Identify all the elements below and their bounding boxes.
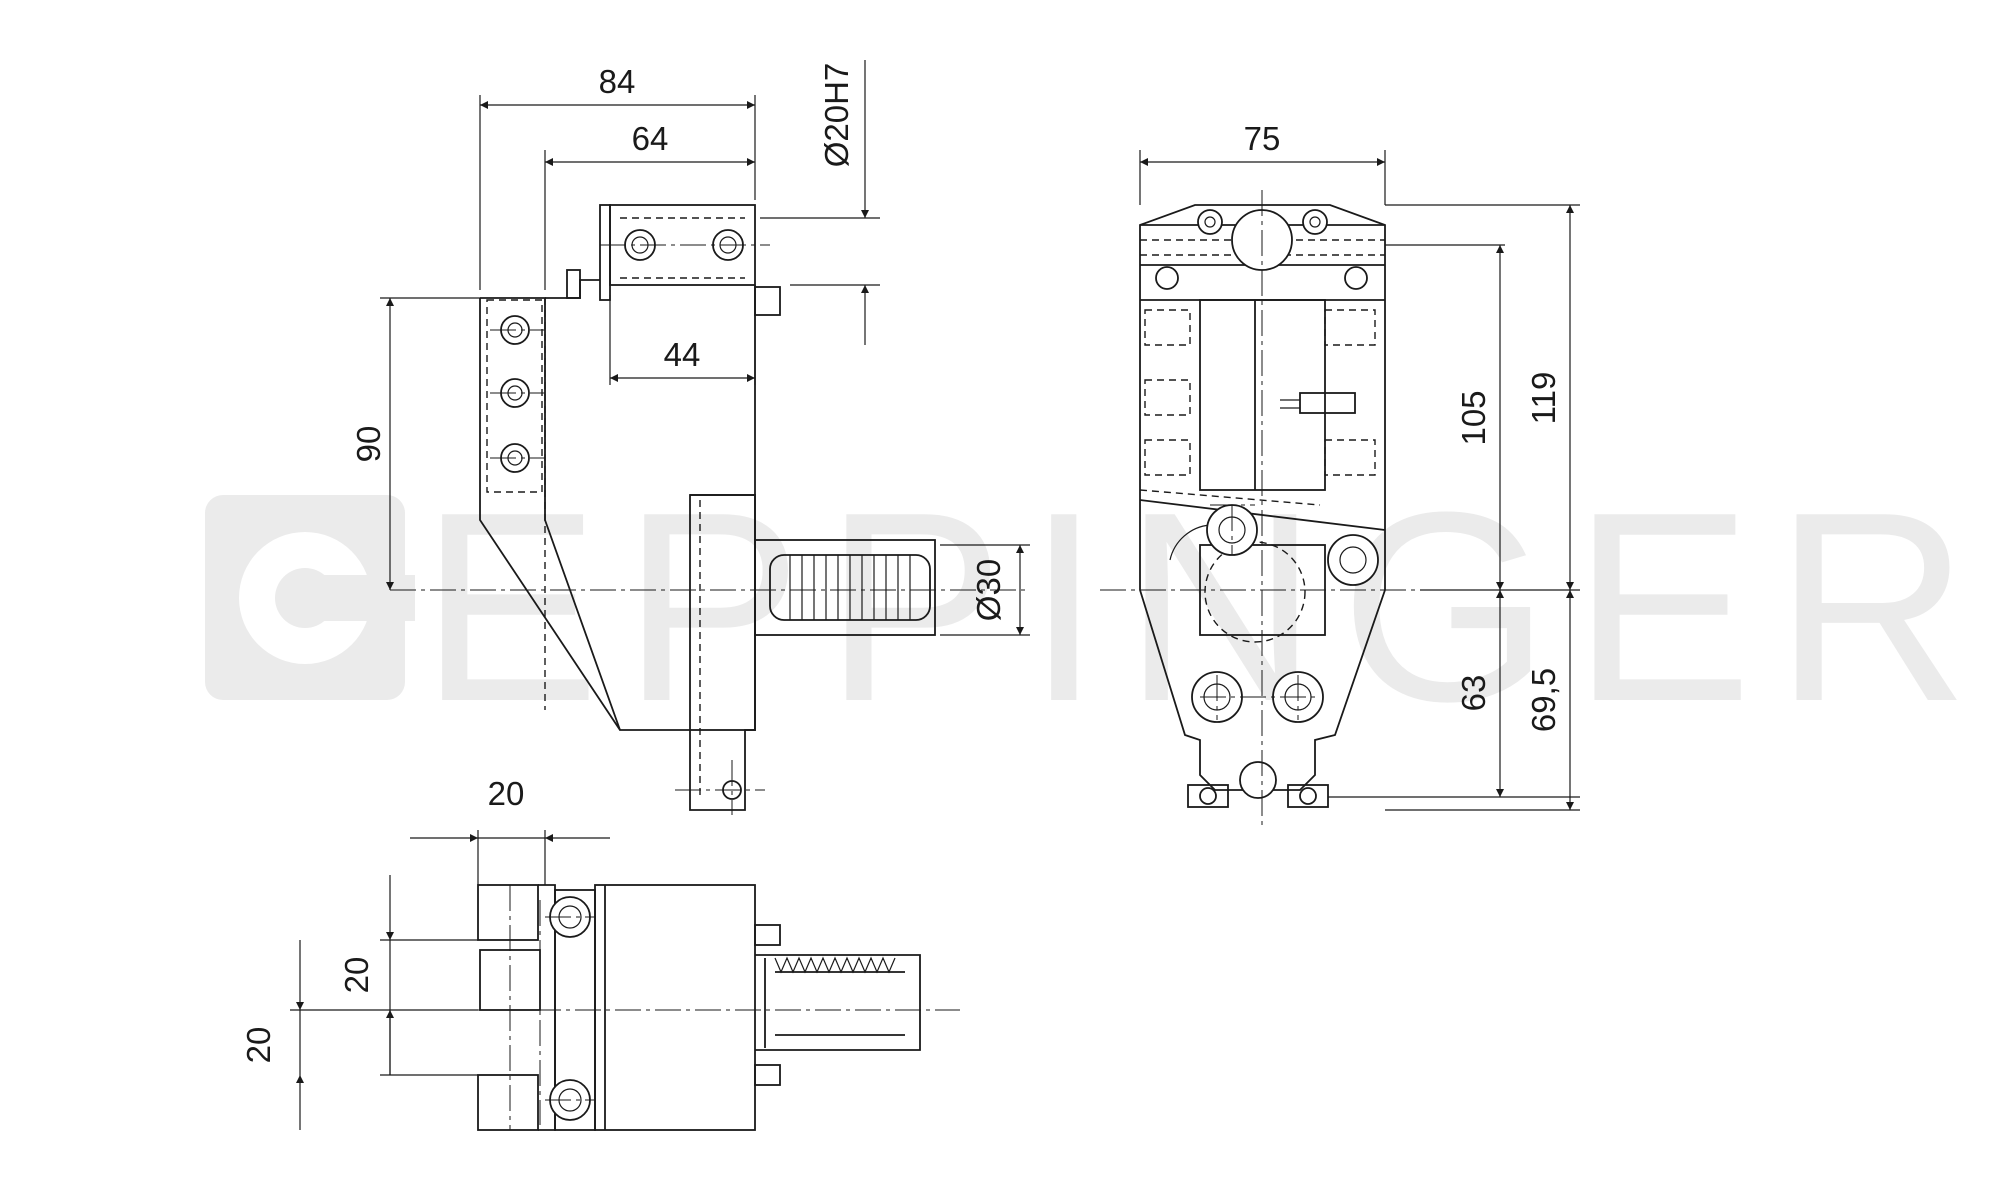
front-view: 75 105 119 63 69,5 — [1100, 120, 1580, 830]
dim-left-20-a: 20 — [338, 957, 375, 994]
dim-69-5: 69,5 — [1525, 668, 1562, 732]
dim-left-20-b: 20 — [240, 1027, 277, 1064]
dim-64: 64 — [632, 120, 669, 157]
dim-105: 105 — [1455, 390, 1492, 445]
dim-63: 63 — [1455, 675, 1492, 712]
thread-marks — [789, 555, 911, 620]
dim-top-20: 20 — [488, 775, 525, 812]
dim-90: 90 — [350, 426, 387, 463]
dim-44: 44 — [664, 336, 701, 373]
dim-bore-20h7: Ø20H7 — [818, 63, 855, 168]
dim-119: 119 — [1525, 372, 1562, 425]
dim-75: 75 — [1244, 120, 1281, 157]
top-view: 20 20 20 — [240, 775, 960, 1131]
watermark: EPPINGER — [205, 457, 1969, 758]
dim-84: 84 — [599, 63, 636, 100]
eppinger-logo-icon — [205, 495, 415, 700]
side-view: 84 64 44 90 Ø20H7 Ø30 — [350, 60, 1030, 815]
dim-shank-30: Ø30 — [970, 559, 1007, 621]
